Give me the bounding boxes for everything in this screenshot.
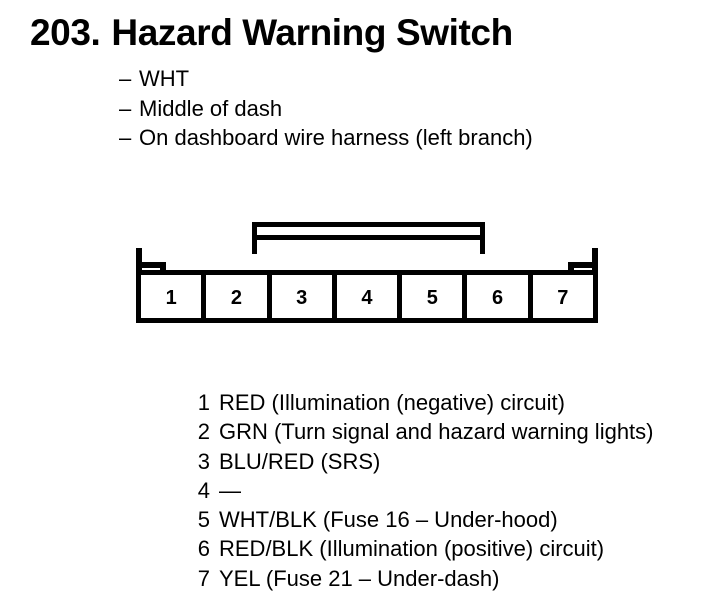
legend-pin-number: 3 [197,448,210,474]
page-title-number: 203. [30,12,101,53]
pin-cell-label: 2 [230,286,242,309]
pin-cell-3: 3 [266,270,337,323]
legend-row: 5 WHT/BLK (Fuse 16 – Under-hood) [186,505,686,534]
connector-notch-left [142,262,166,268]
legend-row: 3 BLU/RED (SRS) [186,447,686,476]
connector-notch-left-riser [160,262,166,276]
page-title-text: Hazard Warning Switch [111,12,513,53]
pin-cell-label: 6 [491,286,504,309]
spec-item: – On dashboard wire harness (left branch… [119,123,679,153]
spec-list: – WHT – Middle of dash – On dashboard wi… [119,64,679,153]
pin-cell-1: 1 [136,270,207,323]
connector-tab-slot [257,235,480,240]
legend-pin-number: 6 [197,536,210,562]
legend-pin-description: GRN (Turn signal and hazard warning ligh… [219,419,654,445]
legend-row: 7 YEL (Fuse 21 – Under-dash) [186,564,686,593]
spec-item: – Middle of dash [119,94,679,124]
legend-pin-description: — [219,477,241,503]
spec-item-text: Middle of dash [139,95,283,121]
spec-item-text: On dashboard wire harness (left branch) [139,125,533,150]
legend-row: 2 GRN (Turn signal and hazard warning li… [186,417,686,446]
connector-notch-right-riser [568,262,574,276]
legend-pin-number: 2 [197,419,210,445]
legend-pin-description: YEL (Fuse 21 – Under-dash) [219,565,500,591]
legend-pin-number: 4 [197,477,210,503]
connector-diagram: 1 2 3 4 5 6 7 [136,222,598,323]
dash-icon: – [119,125,132,150]
legend-pin-number: 5 [197,507,210,533]
legend-pin-description: RED (Illumination (negative) circuit) [219,390,565,415]
pin-cell-4: 4 [331,270,403,323]
legend-pin-description: BLU/RED (SRS) [219,448,381,474]
pin-legend: 1 RED (Illumination (negative) circuit) … [186,388,686,593]
pin-cell-6: 6 [462,270,533,323]
pin-cell-label: 7 [557,286,569,309]
legend-pin-description: RED/BLK (Illumination (positive) circuit… [219,536,605,562]
legend-pin-number: 7 [197,565,210,591]
pin-cell-row: 1 2 3 4 5 6 7 [136,270,598,323]
legend-pin-description: WHT/BLK (Fuse 16 – Under-hood) [219,507,558,533]
spec-item-text: WHT [139,66,190,91]
legend-row: 6 RED/BLK (Illumination (positive) circu… [186,534,686,563]
dash-icon: – [119,66,132,91]
page-title: 203.Hazard Warning Switch [30,14,513,51]
pin-cell-2: 2 [201,270,272,323]
connector-notch-right [568,262,592,268]
pin-cell-label: 1 [165,286,177,309]
pin-cell-label: 4 [361,286,373,309]
dash-icon: – [119,95,132,121]
pin-cell-label: 5 [426,286,438,309]
spec-item: – WHT [119,64,679,94]
pin-cell-5: 5 [397,270,468,323]
pin-cell-7: 7 [527,270,598,323]
legend-row: 4 — [186,476,686,505]
pin-cell-label: 3 [296,286,308,309]
legend-row: 1 RED (Illumination (negative) circuit) [186,388,686,417]
legend-pin-number: 1 [197,390,210,415]
